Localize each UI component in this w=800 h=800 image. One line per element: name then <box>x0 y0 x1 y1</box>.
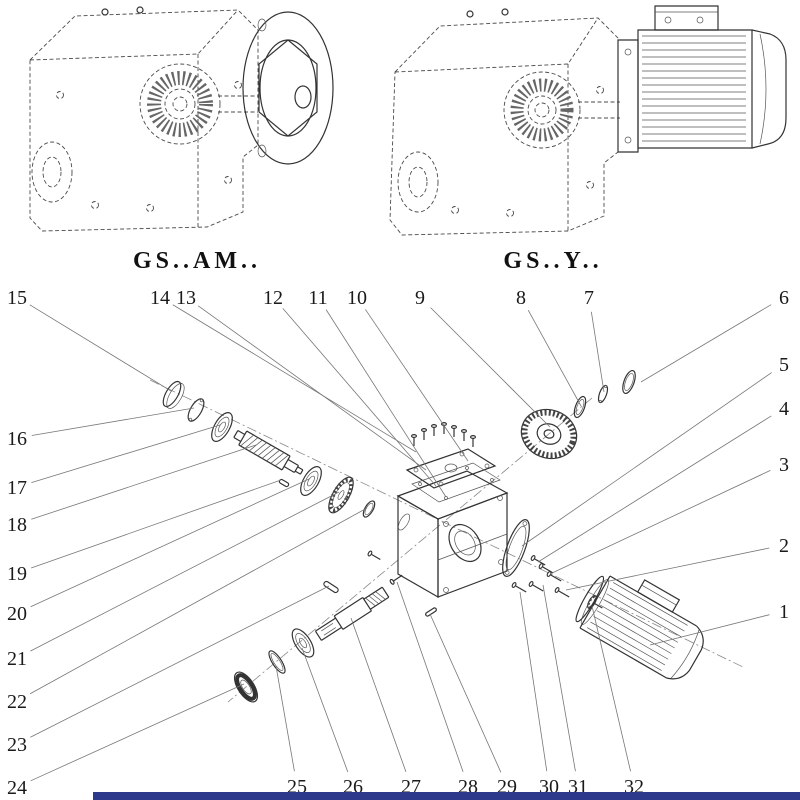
part-spacer-ring <box>362 500 376 518</box>
leader-line-13 <box>197 305 427 471</box>
callout-number-24: 24 <box>7 777 27 799</box>
leader-line-17 <box>31 424 221 484</box>
callout-number-14: 14 <box>150 287 170 309</box>
assembled-view-flange-gearbox <box>29 6 334 232</box>
callout-number-1: 1 <box>779 601 789 623</box>
leader-line-6 <box>640 304 772 383</box>
leader-line-15 <box>29 304 172 392</box>
part-flange-bolts <box>511 555 570 598</box>
leader-line-29 <box>429 613 502 773</box>
part-bearing-worm-rear <box>300 466 322 496</box>
part-retaining-ring <box>597 384 609 404</box>
leader-line-28 <box>396 581 464 772</box>
callout-number-5: 5 <box>779 354 789 376</box>
leader-line-14 <box>172 304 417 453</box>
part-adapter-flange-ring <box>502 519 530 577</box>
exploded-view <box>149 369 746 703</box>
assembled-view-motor-gearbox <box>389 5 787 236</box>
callout-number-6: 6 <box>779 287 789 309</box>
part-housing <box>396 470 509 599</box>
callout-number-21: 21 <box>7 648 27 670</box>
output-flange <box>242 11 334 165</box>
part-retaining-ring-small <box>187 398 205 422</box>
part-cover-screws <box>410 422 477 447</box>
part-bearing-output <box>291 628 315 658</box>
model-label-gs-y: GS..Y.. <box>503 248 602 274</box>
callout-number-16: 16 <box>7 428 27 450</box>
part-retaining-ring-output <box>268 650 286 674</box>
leader-line-2 <box>565 547 770 591</box>
leader-line-10 <box>365 309 469 462</box>
leader-line-7 <box>590 311 605 393</box>
leader-line-4 <box>537 415 772 563</box>
part-oil-seal-small <box>162 380 185 409</box>
leader-line-18 <box>31 444 257 520</box>
part-helical-gear <box>520 408 578 460</box>
motor <box>617 5 787 153</box>
callout-number-4: 4 <box>779 398 789 420</box>
leader-line-30 <box>519 591 548 772</box>
part-vent-screw <box>367 550 381 561</box>
leader-line-12 <box>282 308 437 487</box>
callout-number-13: 13 <box>176 287 196 309</box>
leader-line-21 <box>30 491 340 652</box>
output-axis-centerline <box>227 397 593 703</box>
callout-number-20: 20 <box>7 603 27 625</box>
callout-number-10: 10 <box>347 287 367 309</box>
part-washer <box>573 395 587 419</box>
leader-line-3 <box>549 470 771 575</box>
part-oil-seal-output <box>233 671 259 703</box>
part-output-shaft <box>314 586 390 641</box>
worm-axis-centerline <box>149 379 746 669</box>
leader-line-8 <box>527 309 582 407</box>
part-drive-motor <box>575 575 704 680</box>
leader-line-23 <box>30 585 330 738</box>
callout-number-7: 7 <box>584 287 594 309</box>
leader-line-5 <box>521 372 772 547</box>
leader-line-20 <box>30 478 310 608</box>
callout-number-19: 19 <box>7 563 27 585</box>
part-worm-shaft <box>233 430 304 475</box>
part-worm-gear-disc <box>328 476 354 514</box>
leader-line-19 <box>31 479 282 569</box>
callout-number-12: 12 <box>263 287 283 309</box>
bottom-border-bar <box>93 792 800 800</box>
terminal-box <box>654 5 719 31</box>
model-label-gs-am: GS..AM.. <box>133 248 261 274</box>
leader-line-26 <box>301 647 349 773</box>
leader-line-9 <box>430 307 551 428</box>
callout-number-18: 18 <box>7 514 27 536</box>
leader-line-1 <box>649 614 770 646</box>
part-bearing-worm-front <box>211 412 233 442</box>
part-sealing-ring <box>622 369 636 395</box>
callout-number-11: 11 <box>308 287 327 309</box>
callout-number-8: 8 <box>516 287 526 309</box>
leader-line-32 <box>591 605 631 772</box>
part-shaft-key <box>323 580 339 594</box>
callout-number-22: 22 <box>7 691 27 713</box>
callout-number-23: 23 <box>7 734 27 756</box>
part-cover-gasket <box>411 462 501 503</box>
leader-line-31 <box>542 584 576 772</box>
callout-number-15: 15 <box>7 287 27 309</box>
callout-number-9: 9 <box>415 287 425 309</box>
leader-line-22 <box>29 507 368 695</box>
callout-number-2: 2 <box>779 535 789 557</box>
leader-line-24 <box>30 683 245 782</box>
leader-line-27 <box>350 617 407 773</box>
leader-line-11 <box>325 309 447 498</box>
part-dowel-pin <box>425 607 437 617</box>
leader-line-16 <box>31 407 195 436</box>
callout-number-17: 17 <box>7 477 27 499</box>
leader-line-25 <box>275 665 295 772</box>
callout-number-3: 3 <box>779 454 789 476</box>
part-housing-screw <box>389 574 403 585</box>
